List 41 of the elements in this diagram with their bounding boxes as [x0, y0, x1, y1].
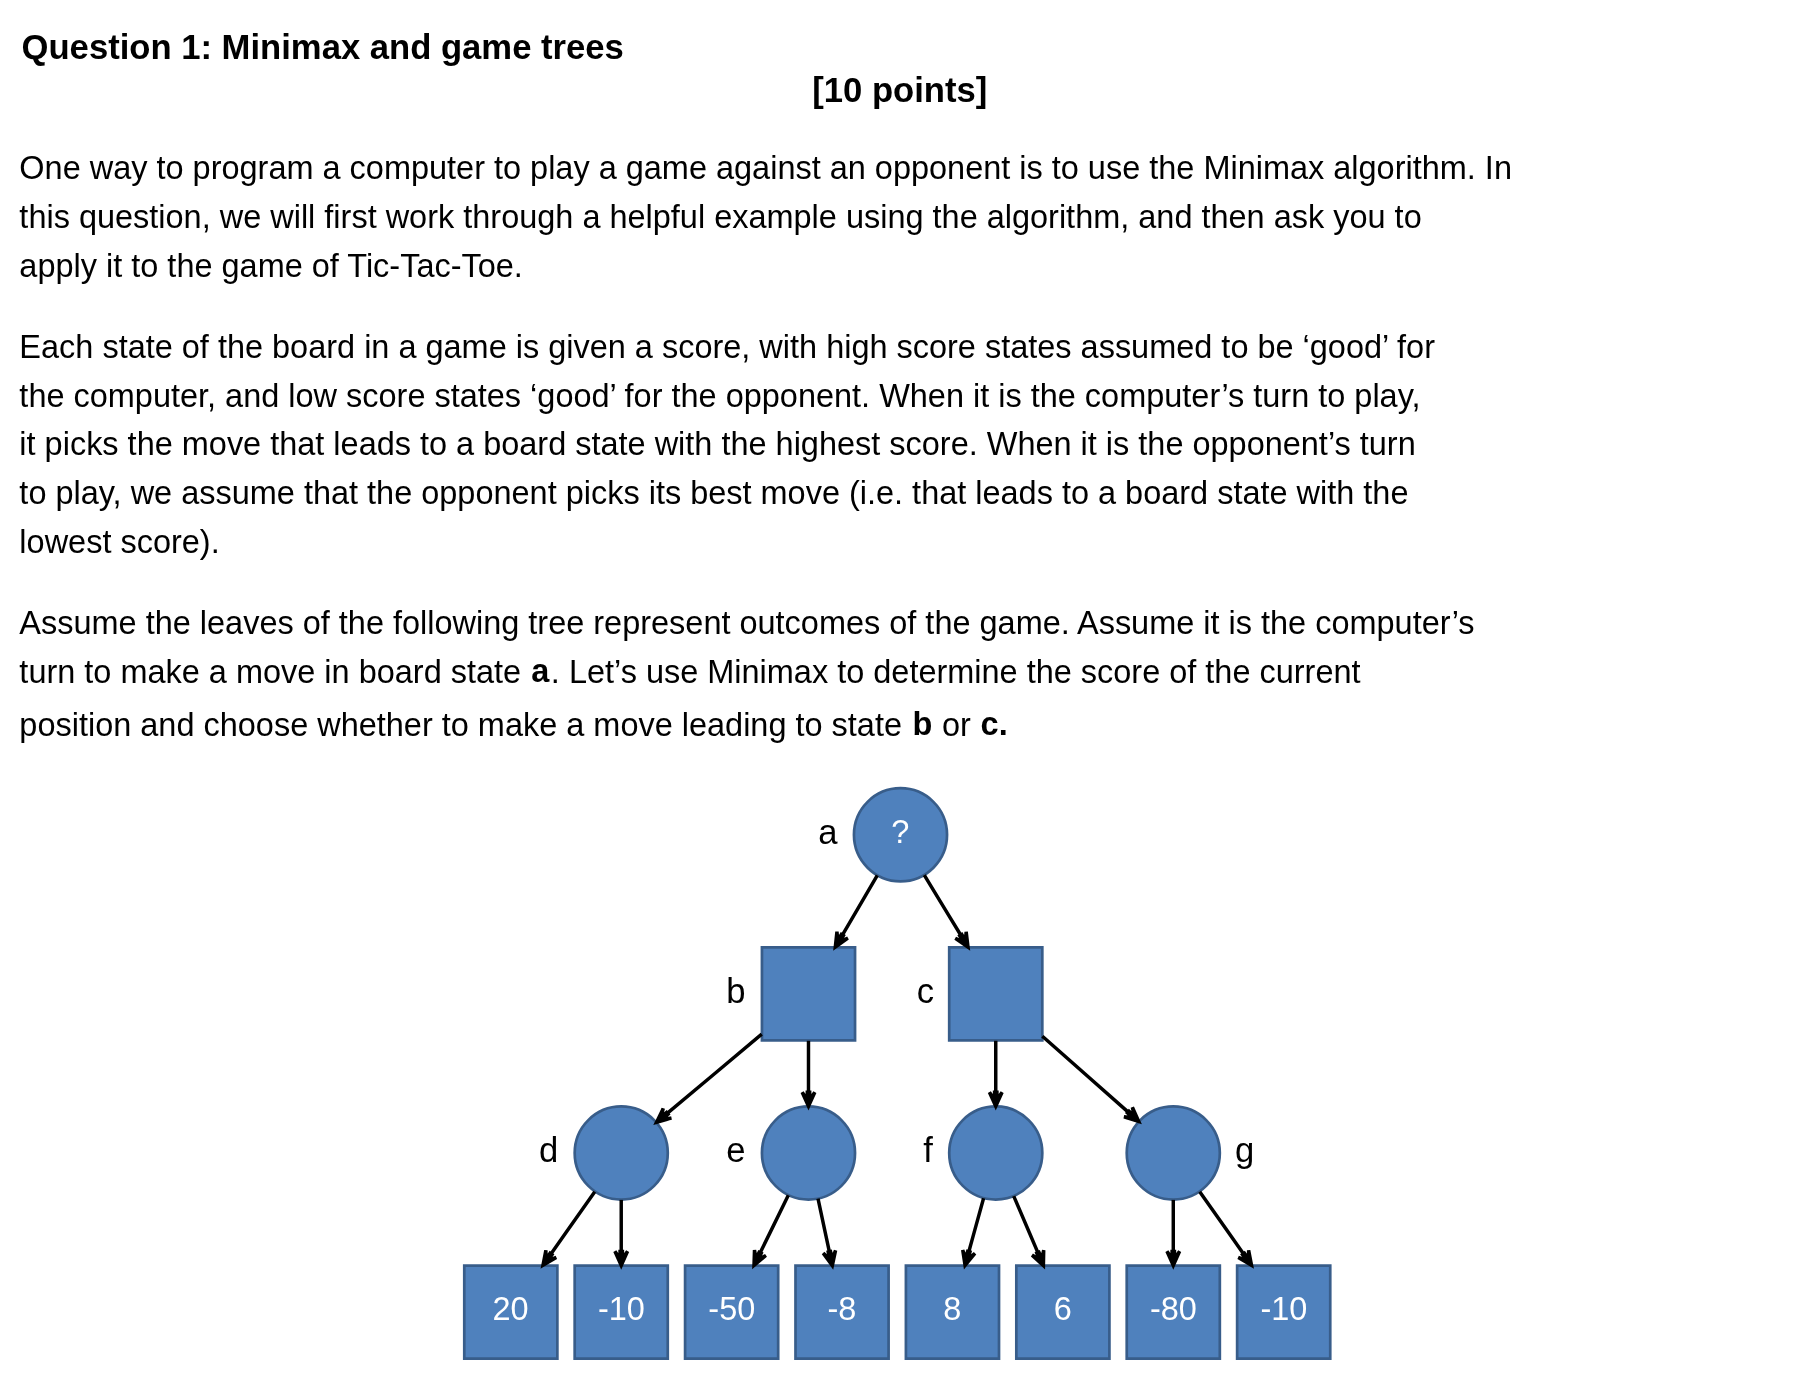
label: One way to program a computer to play a game against an opponent is to use the Minimax algorithm. In this question, we will first work through a helpful example using the algorithm, and then ask you to apply it to the game of Tic-Tac-Toe. — [19, 150, 1512, 284]
label: [10 points] — [812, 71, 988, 110]
node-circle — [1125, 1105, 1222, 1201]
arrow — [1198, 1190, 1254, 1268]
node-label: e — [726, 1130, 746, 1169]
node-box: 8 — [904, 1264, 1001, 1361]
node-label: g — [1234, 1130, 1255, 1169]
node-box: -50 — [683, 1264, 780, 1361]
node-circle — [573, 1105, 670, 1201]
arrow — [922, 874, 970, 949]
node-circle — [760, 1105, 857, 1201]
node-box: -8 — [794, 1264, 890, 1361]
node-box: -10 — [1235, 1264, 1332, 1361]
arrow — [833, 874, 879, 949]
arrow — [654, 1032, 763, 1125]
arrow — [541, 1190, 597, 1268]
node-box: -80 — [1125, 1264, 1222, 1361]
node-label: f — [923, 1130, 933, 1169]
node-box — [760, 946, 857, 1042]
arrow — [1041, 1034, 1141, 1124]
node-label: a — [818, 812, 838, 851]
node-label: b — [726, 971, 746, 1010]
node-circle — [947, 1105, 1044, 1201]
arrow — [613, 1199, 630, 1268]
node-box — [947, 946, 1044, 1042]
label: Each state of the board in a game is given a score, with high score states assumed to be ‘good’ for the computer, and low score states ‘good’ for the opponent. When it is the computer’s turn to play, it picks the move that leads to a board state with the highest score. When it is the opponent’s turn to play, we assume that the opponent picks its best move (i.e. that leads to a board state with the lowest score). — [19, 328, 1435, 560]
node-box: 6 — [1014, 1264, 1111, 1361]
arrow — [1012, 1195, 1046, 1268]
diagram-title: Question 1: Minimax and game trees — [21, 28, 624, 67]
arrow — [816, 1198, 838, 1268]
node-box: 20 — [462, 1264, 559, 1361]
label: Assume the leaves of the following tree represent outcomes of the game. Assume it is the computer’s turn to make a move in board state a. Let’s use Minimax to determine the score of the current position and choose whether to make a move leading to state b or c. — [19, 604, 1475, 743]
arrow — [752, 1194, 790, 1268]
node-label: d — [538, 1130, 559, 1169]
arrow — [800, 1040, 817, 1109]
arrow — [961, 1197, 986, 1268]
arrow — [1165, 1199, 1182, 1268]
node-label: c — [916, 971, 935, 1010]
arrow — [987, 1040, 1004, 1109]
node-circle: ? — [852, 786, 949, 883]
node-box: -10 — [573, 1264, 670, 1361]
